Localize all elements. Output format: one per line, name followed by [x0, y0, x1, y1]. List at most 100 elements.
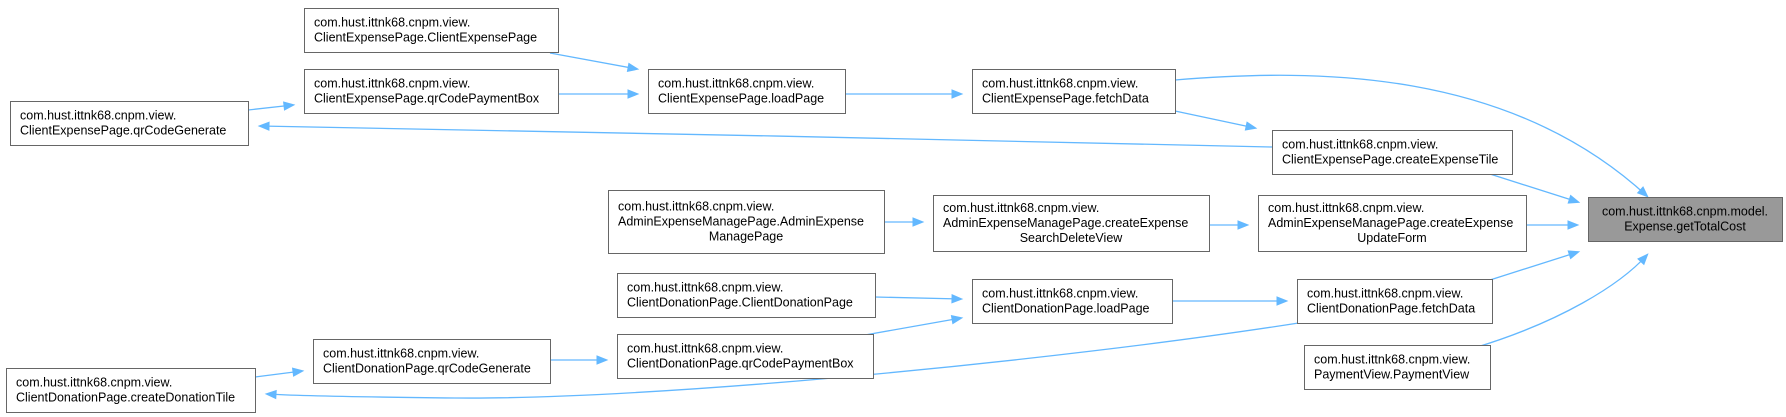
node-box [972, 279, 1173, 324]
edge-line [266, 321, 1306, 399]
node-cdp_loadPage[interactable]: com.hust.ittnk68.cnpm.view.ClientDonatio… [972, 279, 1173, 324]
edge-cep_createExpenseTile-to-cep_qrCodeGenerate [257, 121, 1273, 148]
arrow-head-icon [627, 89, 640, 99]
node-box [6, 368, 256, 413]
arrow-head-icon [912, 217, 925, 227]
node-cdp_qrCodePaymentBox[interactable]: com.hust.ittnk68.cnpm.view.ClientDonatio… [617, 334, 874, 379]
node-label-line: com.hust.ittnk68.cnpm.view. [1282, 138, 1438, 152]
arrow-head-icon [596, 355, 609, 365]
node-label-line: com.hust.ittnk68.cnpm.view. [1307, 287, 1463, 301]
node-box [933, 195, 1210, 252]
arrow-head-icon [291, 367, 305, 377]
edge-line [259, 125, 1273, 148]
node-label-line: AdminExpenseManagePage.createExpense [943, 216, 1188, 230]
node-label-line: com.hust.ittnk68.cnpm.view. [16, 376, 172, 390]
arrow-head-icon [1567, 220, 1580, 230]
arrow-head-icon [951, 89, 964, 99]
edge-cdp_loadPage-to-cdp_fetchData [1172, 296, 1289, 306]
node-label-line: com.hust.ittnk68.cnpm.view. [314, 16, 470, 30]
node-cdp_fetchData[interactable]: com.hust.ittnk68.cnpm.view.ClientDonatio… [1297, 279, 1493, 324]
edge-cep_loadPage-to-cep_fetchData [845, 89, 964, 99]
node-box [1588, 197, 1783, 242]
node-label-line: com.hust.ittnk68.cnpm.view. [943, 201, 1099, 215]
edge-cdp_createDonationTile-to-cdp_qrCodeGenerate [254, 367, 305, 378]
node-target[interactable]: com.hust.ittnk68.cnpm.model.Expense.getT… [1588, 197, 1783, 242]
arrow-head-icon [1567, 250, 1581, 260]
node-label-line: com.hust.ittnk68.cnpm.view. [982, 287, 1138, 301]
nodes-layer: com.hust.ittnk68.cnpm.model.Expense.getT… [6, 8, 1783, 413]
edge-pv_PaymentView-to-target [1473, 253, 1649, 349]
node-label-line: com.hust.ittnk68.cnpm.view. [323, 347, 479, 361]
node-label-line: com.hust.ittnk68.cnpm.view. [1314, 353, 1470, 367]
node-label-line: ClientExpensePage.loadPage [658, 92, 824, 106]
node-label-line: Expense.getTotalCost [1624, 220, 1746, 234]
node-label-line: com.hust.ittnk68.cnpm.view. [627, 342, 783, 356]
arrow-head-icon [257, 121, 270, 131]
node-box [1272, 130, 1513, 175]
edge-cep_qrCodePaymentBox-to-cep_loadPage [558, 89, 640, 99]
node-cep_qrCodeGenerate[interactable]: com.hust.ittnk68.cnpm.view.ClientExpense… [10, 101, 249, 146]
edge-cep_createExpenseTile-to-target [1489, 173, 1581, 204]
edge-line [549, 52, 638, 70]
arrow-head-icon [283, 101, 296, 111]
node-label-line: com.hust.ittnk68.cnpm.view. [314, 77, 470, 91]
edge-line [1174, 74, 1648, 197]
node-cep_fetchData[interactable]: com.hust.ittnk68.cnpm.view.ClientExpense… [972, 69, 1176, 114]
edge-line [864, 317, 962, 336]
node-aemp_AdminExpenseManagePage[interactable]: com.hust.ittnk68.cnpm.view.AdminExpenseM… [608, 190, 885, 254]
node-box [648, 69, 846, 114]
node-box [304, 69, 559, 114]
node-label-line: ClientDonationPage.qrCodePaymentBox [627, 357, 854, 371]
node-box [617, 273, 876, 318]
edge-line [1489, 251, 1579, 281]
node-label-line: ClientExpensePage.qrCodeGenerate [20, 124, 226, 138]
node-cep_ClientExpensePage[interactable]: com.hust.ittnk68.cnpm.view.ClientExpense… [304, 8, 559, 53]
node-box [1258, 195, 1527, 252]
node-cdp_qrCodeGenerate[interactable]: com.hust.ittnk68.cnpm.view.ClientDonatio… [313, 339, 551, 384]
edge-cdp_fetchData-to-cdp_createDonationTile [264, 321, 1306, 400]
edges-layer [247, 52, 1649, 400]
arrow-head-icon [1244, 121, 1258, 131]
node-aemp_createExpenseSearchDeleteView[interactable]: com.hust.ittnk68.cnpm.view.AdminExpenseM… [933, 195, 1210, 252]
node-label-line: ClientExpensePage.createExpenseTile [1282, 153, 1498, 167]
node-pv_PaymentView[interactable]: com.hust.ittnk68.cnpm.view.PaymentView.P… [1304, 345, 1491, 390]
edge-cdp_fetchData-to-target [1489, 250, 1581, 281]
node-box [10, 101, 249, 146]
node-box [313, 339, 551, 384]
node-label-line: ClientDonationPage.fetchData [1307, 302, 1475, 316]
arrow-head-icon [1567, 194, 1581, 204]
node-label-line: ClientExpensePage.qrCodePaymentBox [314, 92, 540, 106]
arrow-head-icon [1636, 186, 1649, 198]
edge-cep_fetchData-to-target [1174, 74, 1649, 198]
edge-line [1174, 110, 1256, 129]
node-label-line: ManagePage [709, 230, 783, 244]
edge-aemp_AdminExpenseManagePage-to-aemp_createExpenseSearchDeleteView [884, 217, 925, 227]
edge-cep_qrCodeGenerate-to-cep_qrCodePaymentBox [247, 101, 296, 111]
edge-line [1473, 254, 1648, 349]
node-label-line: ClientDonationPage.loadPage [982, 302, 1150, 316]
node-label-line: com.hust.ittnk68.cnpm.view. [982, 77, 1138, 91]
node-cdp_createDonationTile[interactable]: com.hust.ittnk68.cnpm.view.ClientDonatio… [6, 368, 256, 413]
node-label-line: com.hust.ittnk68.cnpm.view. [1268, 201, 1424, 215]
node-label-line: com.hust.ittnk68.cnpm.view. [20, 109, 176, 123]
edge-cdp_ClientDonationPage-to-cdp_loadPage [874, 294, 964, 304]
node-cep_createExpenseTile[interactable]: com.hust.ittnk68.cnpm.view.ClientExpense… [1272, 130, 1513, 175]
edge-aemp_createExpenseUpdateForm-to-target [1526, 220, 1580, 230]
node-box [1304, 345, 1491, 390]
edge-line [874, 296, 962, 300]
node-label-line: AdminExpenseManagePage.createExpense [1268, 216, 1513, 230]
node-label-line: AdminExpenseManagePage.AdminExpense [618, 215, 864, 229]
node-label-line: ClientExpensePage.ClientExpensePage [314, 31, 537, 45]
node-aemp_createExpenseUpdateForm[interactable]: com.hust.ittnk68.cnpm.view.AdminExpenseM… [1258, 195, 1527, 252]
node-label-line: com.hust.ittnk68.cnpm.model. [1602, 205, 1768, 219]
arrow-head-icon [951, 294, 964, 304]
node-label-line: ClientDonationPage.createDonationTile [16, 391, 235, 405]
node-cep_qrCodePaymentBox[interactable]: com.hust.ittnk68.cnpm.view.ClientExpense… [304, 69, 559, 114]
node-cdp_ClientDonationPage[interactable]: com.hust.ittnk68.cnpm.view.ClientDonatio… [617, 273, 876, 318]
node-cep_loadPage[interactable]: com.hust.ittnk68.cnpm.view.ClientExpense… [648, 69, 846, 114]
node-label-line: PaymentView.PaymentView [1314, 368, 1470, 382]
node-box [608, 190, 885, 254]
edge-cdp_qrCodePaymentBox-to-cdp_loadPage [864, 314, 964, 336]
arrow-head-icon [1637, 253, 1649, 266]
